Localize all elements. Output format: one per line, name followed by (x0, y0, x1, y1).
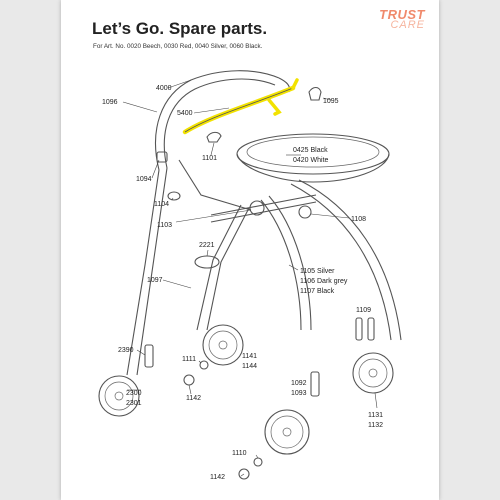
disc-2221 (194, 255, 220, 269)
label-0420-white: 0420 White (293, 157, 329, 164)
part-1109b (367, 317, 375, 341)
label-1094: 1094 (136, 176, 152, 183)
wheel-rear-middle (202, 324, 244, 366)
wheel-front-bottom (264, 409, 310, 455)
label-5400: 5400 (177, 110, 193, 117)
washer-1111 (199, 360, 209, 370)
label-2390: 2390 (118, 347, 134, 354)
label-1110: 1110 (232, 450, 247, 457)
part-1104 (167, 191, 181, 201)
leader-lines (122, 79, 378, 477)
label-2221: 2221 (199, 242, 215, 249)
label-1092: 1092 (291, 380, 307, 387)
label-1109: 1109 (356, 307, 371, 314)
part-1092 (310, 371, 320, 397)
washer-1142-lower (238, 468, 250, 480)
joint-1103 (249, 200, 265, 216)
label-1141: 1141 (242, 353, 257, 360)
washer-1142-upper (183, 374, 195, 386)
label-1104: 1104 (154, 201, 169, 208)
label-1097: 1097 (147, 277, 163, 284)
label-1105-silver: 1105 Silver (300, 268, 335, 275)
brand-line-1: TRUST (379, 7, 425, 22)
brake-part-5400-highlighted (182, 78, 299, 135)
rollator-exploded-diagram: 4000 1096 5400 1095 1101 0425 Black 0420… (98, 70, 402, 481)
label-4000: 4000 (156, 85, 172, 92)
wheel-front-left (98, 375, 140, 417)
label-1095: 1095 (323, 98, 339, 105)
clip-1095 (308, 86, 322, 101)
label-1093: 1093 (291, 390, 307, 397)
label-1142-lower: 1142 (210, 474, 225, 481)
label-1142-upper: 1142 (186, 395, 201, 402)
wheel-rear-right (352, 352, 394, 394)
spare-parts-sheet: Let’s Go. Spare parts. For Art. No. 0020… (61, 0, 439, 500)
trustcare-logo: TRUST CARE (379, 8, 425, 31)
label-1132: 1132 (368, 422, 383, 429)
joint-1108 (298, 205, 312, 219)
tray (236, 133, 390, 183)
clip-1101 (206, 131, 222, 143)
label-1103: 1103 (157, 222, 172, 229)
label-1131: 1131 (368, 412, 383, 419)
frame (126, 159, 402, 376)
label-1106-dark-grey: 1106 Dark grey (300, 278, 348, 285)
article-numbers: For Art. No. 0020 Beech, 0030 Red, 0040 … (93, 43, 263, 50)
label-1108: 1108 (351, 216, 366, 223)
label-2301: 2301 (126, 400, 142, 407)
label-1111: 1111 (182, 356, 196, 363)
label-0425-black: 0425 Black (293, 147, 328, 154)
label-1101: 1101 (202, 155, 217, 162)
brand-line-2: CARE (390, 19, 425, 31)
label-1144: 1144 (242, 363, 257, 370)
label-1096: 1096 (102, 99, 118, 106)
label-1107-black: 1107 Black (300, 288, 335, 295)
part-2390 (144, 344, 154, 368)
page-title: Let’s Go. Spare parts. (92, 19, 268, 38)
part-1109a (355, 317, 363, 341)
label-2300: 2300 (126, 390, 142, 397)
part-1094 (156, 151, 168, 163)
washer-1110 (253, 457, 263, 467)
